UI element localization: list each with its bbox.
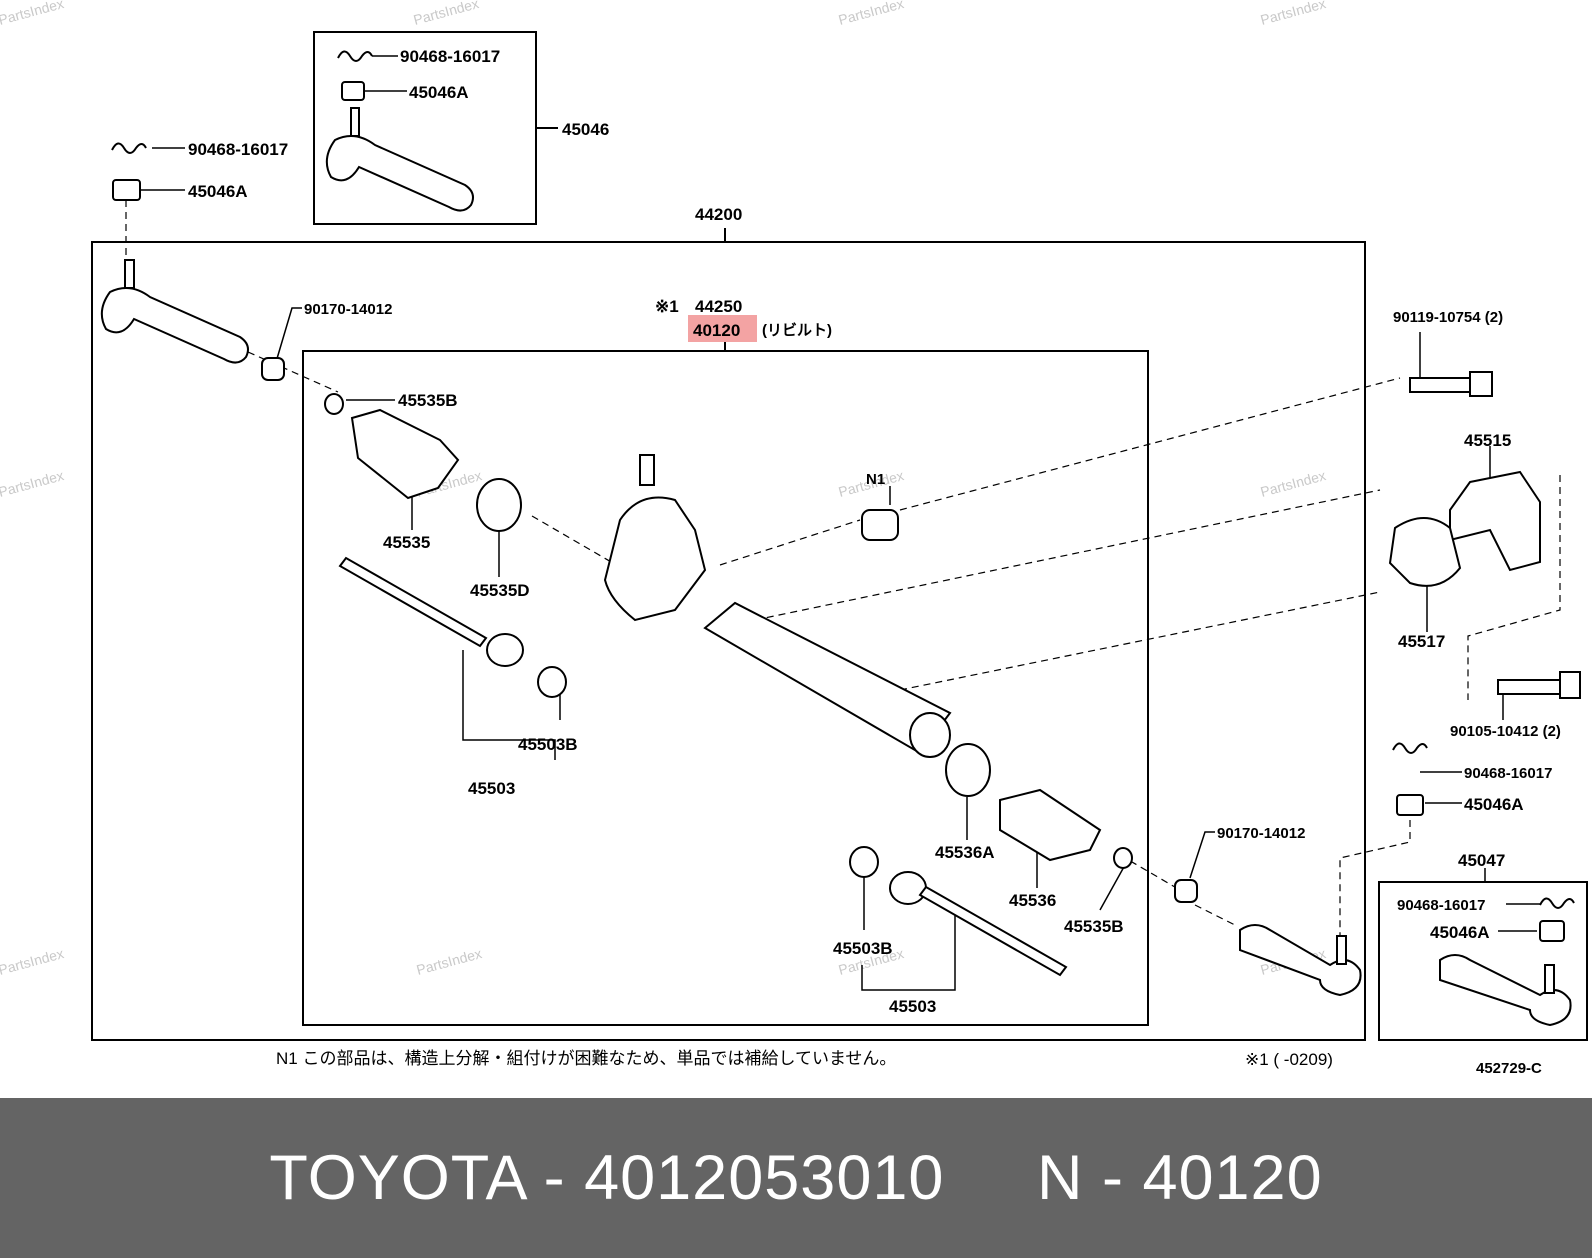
label-bolt-top: 90119-10754 (2) bbox=[1393, 309, 1503, 326]
label-inner-left: 45503 bbox=[468, 779, 515, 798]
part-highlight bbox=[688, 315, 757, 342]
castle-nut-icon bbox=[1396, 794, 1424, 816]
bolt-head-icon bbox=[1559, 671, 1581, 699]
washer-icon bbox=[537, 666, 567, 698]
castle-nut-icon bbox=[341, 81, 365, 101]
parts-diagram: PartsIndex PartsIndex PartsIndex PartsIn… bbox=[0, 0, 1588, 1077]
footer-bar: TOYOTA - 4012053010 N - 40120 bbox=[0, 1098, 1592, 1258]
label-clamp-left: 45535B bbox=[398, 391, 458, 410]
label-assembly: 44200 bbox=[695, 205, 742, 224]
label-right-end: 45047 bbox=[1458, 851, 1505, 870]
pinion-shaft-icon bbox=[639, 454, 655, 486]
assembly-frame bbox=[91, 241, 1366, 1041]
label-note: N1 この部品は、構造上分解・組付けが困難なため、単品では補給していません。 bbox=[276, 1049, 896, 1068]
watermark: PartsIndex bbox=[412, 0, 481, 28]
footer-title: TOYOTA - 4012053010 N - 40120 bbox=[269, 1143, 1323, 1213]
label-n1: N1 bbox=[866, 471, 885, 488]
label-left-nut: 45046A bbox=[188, 182, 248, 201]
bolt-icon bbox=[1409, 377, 1471, 393]
watermark: PartsIndex bbox=[0, 945, 65, 978]
nut-icon bbox=[261, 357, 285, 381]
label-boot-right: 45536 bbox=[1009, 891, 1056, 910]
tie-rod-end-icon bbox=[1239, 924, 1362, 997]
castle-nut-icon bbox=[1539, 920, 1565, 942]
castle-nut-icon bbox=[112, 179, 141, 201]
watermark: PartsIndex bbox=[1259, 467, 1328, 500]
label-top-nut: 45046A bbox=[409, 83, 469, 102]
bracket-icon bbox=[1449, 470, 1541, 572]
clamp-icon bbox=[324, 393, 344, 415]
label-bushing: 45517 bbox=[1398, 632, 1445, 651]
clip-icon bbox=[111, 142, 147, 154]
label-band-right: 45536A bbox=[935, 843, 995, 862]
label-rack-part: 40120 bbox=[693, 321, 740, 340]
label-bracket: 45515 bbox=[1464, 431, 1511, 450]
label-band-left: 45535D bbox=[470, 581, 530, 600]
label-footnote: ※1 ( -0209) bbox=[1245, 1050, 1333, 1069]
clamp-icon bbox=[1113, 847, 1133, 869]
clip-icon bbox=[1392, 742, 1428, 754]
part-labels: 90468-16017 45046A 45046 90468-16017 450… bbox=[188, 47, 1561, 1077]
band-icon bbox=[945, 743, 991, 797]
clip-icon bbox=[1539, 897, 1575, 909]
label-rack-rebuilt: (リビルト) bbox=[762, 322, 832, 339]
label-diagram-code: 452729-C bbox=[1476, 1060, 1542, 1077]
clip-icon bbox=[337, 50, 373, 62]
leader-lines bbox=[140, 55, 1540, 991]
watermark: PartsIndex bbox=[1259, 0, 1328, 28]
label-bolt-bottom: 90105-10412 (2) bbox=[1450, 723, 1561, 740]
tie-rod-end-icon bbox=[1439, 954, 1572, 1027]
tie-rod-end-icon bbox=[325, 135, 474, 212]
label-top-end: 45046 bbox=[562, 120, 609, 139]
inner-tie-rod-icon bbox=[338, 556, 488, 648]
watermark: PartsIndex bbox=[0, 467, 65, 500]
label-clamp-right: 45535B bbox=[1064, 917, 1124, 936]
watermark: PartsIndex bbox=[837, 0, 906, 28]
washer-icon bbox=[849, 846, 879, 878]
label-right-clip2: 90468-16017 bbox=[1397, 897, 1485, 914]
label-right-nut2: 45046A bbox=[1430, 923, 1490, 942]
right-tie-rod-end-box bbox=[1378, 881, 1588, 1041]
nut-icon bbox=[1174, 879, 1198, 903]
label-right-clip: 90468-16017 bbox=[1464, 765, 1552, 782]
label-boot-left: 45535 bbox=[383, 533, 430, 552]
label-top-clip: 90468-16017 bbox=[400, 47, 500, 66]
bushing-icon bbox=[1388, 517, 1462, 587]
inner-tie-rod-icon bbox=[918, 885, 1068, 977]
label-rack-mark: ※1 bbox=[655, 297, 679, 316]
bushing-n1-icon bbox=[861, 509, 899, 541]
rack-housing-icon bbox=[703, 601, 952, 755]
watermark: PartsIndex bbox=[0, 0, 65, 28]
label-inner-left-washer: 45503B bbox=[518, 735, 578, 754]
bolt-icon bbox=[1497, 679, 1561, 695]
label-inner-right: 45503 bbox=[889, 997, 936, 1016]
boot-icon bbox=[999, 788, 1102, 862]
part-sketches bbox=[100, 50, 1581, 1027]
band-icon bbox=[476, 478, 522, 532]
bolt-head-icon bbox=[1469, 371, 1493, 397]
valve-body-icon bbox=[603, 496, 707, 622]
boot-icon bbox=[350, 408, 460, 500]
label-rack-ref: 44250 bbox=[695, 297, 742, 316]
label-right-nut: 45046A bbox=[1464, 795, 1524, 814]
watermark: PartsIndex bbox=[415, 945, 484, 978]
label-right-nut3: 90170-14012 bbox=[1217, 825, 1305, 842]
tie-rod-end-icon bbox=[100, 287, 249, 364]
label-left-nut2: 90170-14012 bbox=[304, 301, 392, 318]
label-left-clip: 90468-16017 bbox=[188, 140, 288, 159]
label-inner-right-washer: 45503B bbox=[833, 939, 893, 958]
